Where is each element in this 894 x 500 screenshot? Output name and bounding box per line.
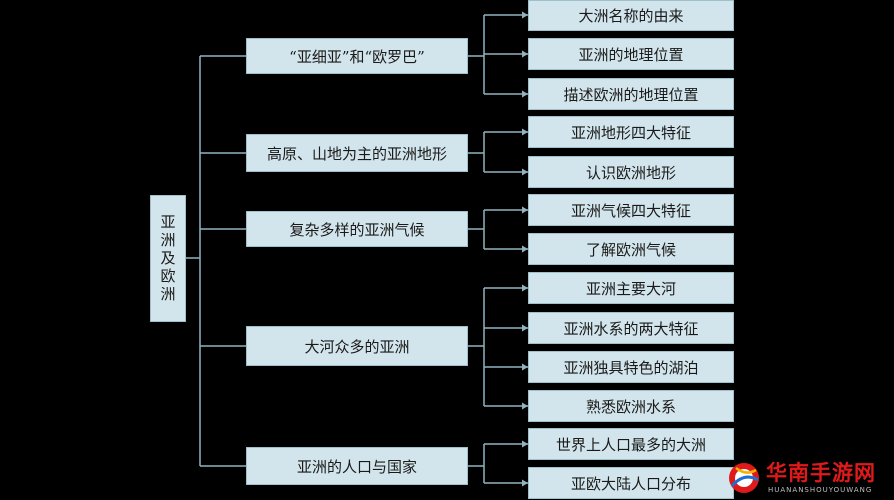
leaf-node: 大洲名称的由来: [528, 0, 734, 31]
branch-node-2: 高原、山地为主的亚洲地形: [246, 134, 468, 172]
leaf-node: 亚欧大陆人口分布: [528, 467, 734, 499]
leaf-node: 了解欧洲气候: [528, 233, 734, 265]
leaf-node: 描述欧洲的地理位置: [528, 78, 734, 110]
branch-node-3: 复杂多样的亚洲气候: [246, 211, 468, 247]
leaf-node: 亚洲地形四大特征: [528, 116, 734, 148]
watermark-logo-icon: [729, 463, 759, 493]
leaf-node: 世界上人口最多的大洲: [528, 428, 734, 460]
leaf-node: 亚洲的地理位置: [528, 38, 734, 70]
branch-node-1: “亚细亚”和“欧罗巴”: [246, 38, 468, 74]
leaf-node: 认识欧洲地形: [528, 156, 734, 188]
branch-node-5: 亚洲的人口与国家: [246, 447, 468, 485]
leaf-node: 亚洲主要大河: [528, 272, 734, 304]
branch-node-4: 大河众多的亚洲: [246, 326, 468, 366]
leaf-node: 亚洲水系的两大特征: [528, 312, 734, 344]
leaf-node: 熟悉欧洲水系: [528, 390, 734, 422]
watermark-subtitle: HUANANSHOUYOUWANG: [768, 486, 873, 494]
leaf-node: 亚洲气候四大特征: [528, 194, 734, 226]
watermark-title: 华南手游网: [766, 461, 876, 485]
leaf-node: 亚洲独具特色的湖泊: [528, 351, 734, 383]
root-node: 亚洲及欧洲: [150, 195, 186, 322]
